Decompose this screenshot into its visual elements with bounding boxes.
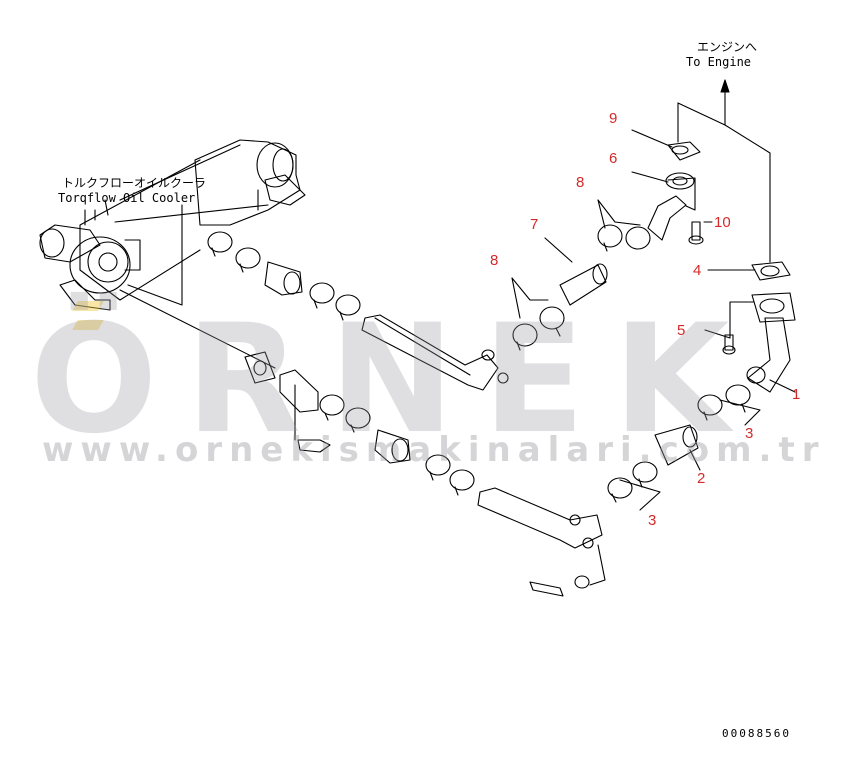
cooler-leader xyxy=(127,204,183,306)
leader-lines xyxy=(511,129,796,511)
to-engine-label-jp: エンジンへ xyxy=(697,40,758,54)
callout-10: 10 xyxy=(714,214,731,231)
to-engine-arrow xyxy=(677,79,771,263)
callout-8-upper: 8 xyxy=(576,174,585,191)
callout-7: 7 xyxy=(530,216,539,233)
watermark-brand: ÖRNEK xyxy=(30,293,758,467)
callout-1: 1 xyxy=(792,386,801,403)
callout-8-lower: 8 xyxy=(490,252,499,269)
callout-9: 9 xyxy=(609,110,618,127)
callout-5: 5 xyxy=(677,322,686,339)
callout-3-lower: 3 xyxy=(648,512,657,529)
callout-2: 2 xyxy=(697,470,706,487)
oil-cooler xyxy=(39,139,306,311)
callout-6: 6 xyxy=(609,150,618,167)
part-code: 00088560 xyxy=(722,727,791,740)
upper-hose-chain xyxy=(207,141,704,391)
cooler-label-en: Torqflow Oil Cooler xyxy=(58,191,196,205)
cooler-label-jp: トルクフローオイルクーラ xyxy=(62,176,207,190)
watermark-url: www.ornekismakinalari.com.tr xyxy=(42,430,826,470)
to-engine-label-en: To Engine xyxy=(686,55,752,69)
callout-4: 4 xyxy=(693,262,702,279)
lower-hose-chain xyxy=(119,261,796,597)
callout-3-right: 3 xyxy=(745,425,754,442)
